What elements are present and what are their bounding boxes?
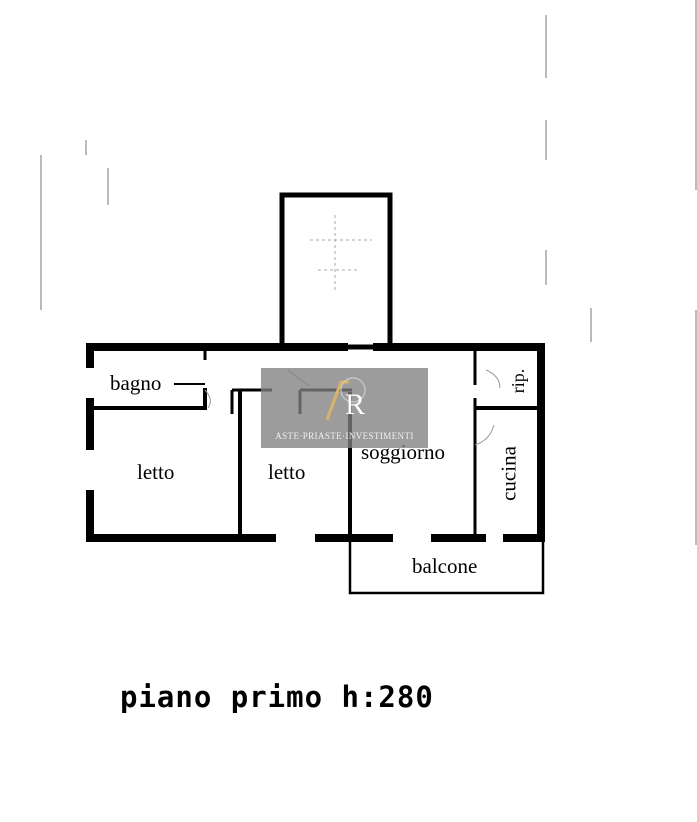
watermark-tagline: ASTE·PRIASTE·INVESTIMENTI <box>275 431 414 441</box>
stairwell <box>279 192 393 350</box>
watermark-logo-icon: R <box>325 377 366 421</box>
plan-caption: piano primo h:280 <box>120 680 434 714</box>
balcony <box>348 542 545 595</box>
scan-artifacts <box>40 0 697 545</box>
room-label-cucina: cucina <box>496 446 521 501</box>
room-label-ripostiglio: rip. <box>508 368 528 394</box>
room-label-letto-2: letto <box>268 460 306 484</box>
room-label-balcone: balcone <box>412 554 478 578</box>
room-label-letto-1: letto <box>137 460 175 484</box>
outer-walls <box>86 343 545 542</box>
watermark-logo-text: R <box>345 388 365 421</box>
room-label-bagno: bagno <box>110 371 162 395</box>
watermark: R ASTE·PRIASTE·INVESTIMENTI <box>261 368 428 448</box>
